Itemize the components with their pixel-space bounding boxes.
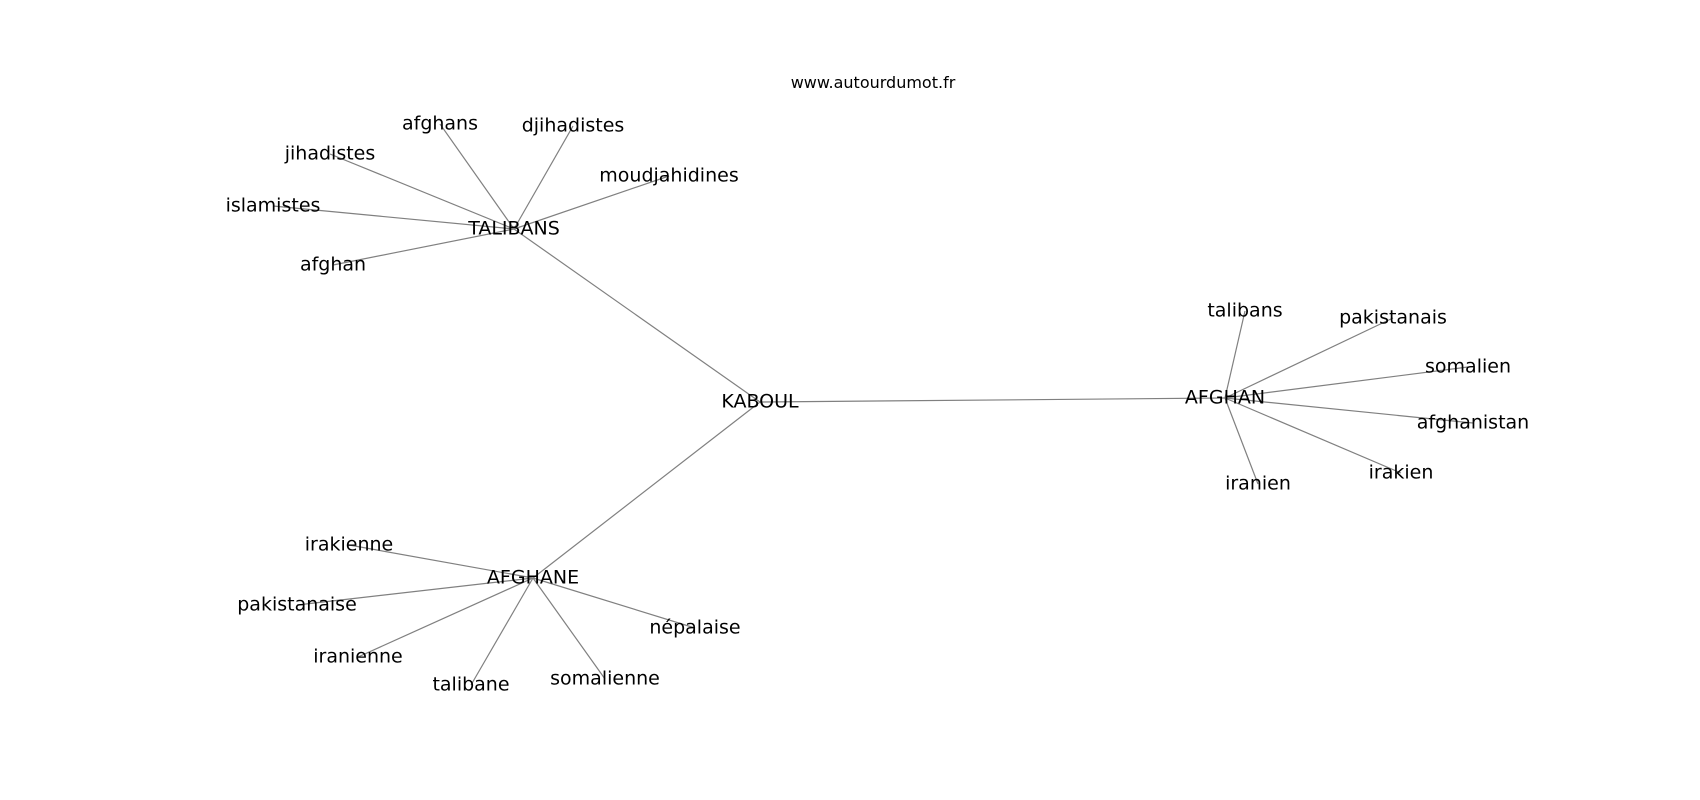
edge-afghane_hub-irakienne bbox=[348, 544, 534, 579]
hub-node-afghan_hub: AFGHAN bbox=[1185, 387, 1265, 409]
edge-afghan_hub-somalien bbox=[1224, 366, 1469, 399]
node-jihadistes: jihadistes bbox=[284, 143, 376, 165]
node-talibane: talibane bbox=[432, 674, 509, 696]
hub-node-afghane_hub: AFGHANE bbox=[487, 567, 579, 589]
hub-node-talibans_hub: TALIBANS bbox=[467, 218, 560, 240]
edge-talibans_hub-djihadistes bbox=[513, 125, 574, 230]
edge-afghane_hub-nepalaise bbox=[532, 577, 696, 629]
edge-afghane_hub-talibane bbox=[470, 577, 534, 686]
edge-kaboul-talibans_hub bbox=[513, 228, 761, 403]
node-nepalaise: népalaise bbox=[649, 617, 740, 639]
edge-kaboul-afghan_hub bbox=[759, 397, 1226, 403]
edge-talibans_hub-afghan bbox=[332, 228, 515, 266]
edge-afghane_hub-iranienne bbox=[357, 577, 534, 658]
hub-node-kaboul: KABOUL bbox=[721, 391, 799, 413]
node-afghanistan: afghanistan bbox=[1417, 412, 1529, 434]
watermark-text: www.autourdumot.fr bbox=[791, 73, 956, 92]
edge-afghane_hub-pakistanaise bbox=[296, 577, 534, 606]
node-afghan: afghan bbox=[300, 254, 366, 276]
edge-afghan_hub-iranien bbox=[1224, 397, 1259, 485]
edge-afghan_hub-afghanistan bbox=[1224, 397, 1474, 424]
edge-talibans_hub-afghans bbox=[439, 123, 515, 230]
node-iranienne: iranienne bbox=[313, 646, 403, 668]
node-talibans: talibans bbox=[1207, 300, 1282, 322]
node-pakistanais: pakistanais bbox=[1339, 307, 1447, 329]
edge-talibans_hub-jihadistes bbox=[329, 153, 515, 230]
node-moudjahidines: moudjahidines bbox=[599, 165, 738, 187]
node-afghans: afghans bbox=[402, 113, 478, 135]
edge-afghan_hub-talibans bbox=[1224, 310, 1246, 399]
node-islamistes: islamistes bbox=[226, 195, 321, 217]
edge-afghane_hub-somalienne bbox=[532, 577, 606, 680]
node-irakien: irakien bbox=[1369, 462, 1434, 484]
node-pakistanaise: pakistanaise bbox=[237, 594, 357, 616]
edge-afghan_hub-irakien bbox=[1224, 397, 1402, 474]
node-irakienne: irakienne bbox=[305, 534, 393, 556]
nodes-layer: KABOUL TALIBANS AFGHAN AFGHANE afghans djihad… bbox=[226, 113, 1530, 696]
edge-kaboul-afghane_hub bbox=[532, 401, 761, 579]
node-iranien: iranien bbox=[1225, 473, 1291, 495]
node-djihadistes: djihadistes bbox=[522, 115, 625, 137]
node-somalienne: somalienne bbox=[550, 668, 660, 690]
node-somalien: somalien bbox=[1425, 356, 1511, 378]
edges-layer bbox=[272, 123, 1474, 686]
edge-talibans_hub-moudjahidines bbox=[513, 175, 670, 230]
edge-talibans_hub-islamistes bbox=[272, 205, 515, 230]
edge-afghan_hub-pakistanais bbox=[1224, 317, 1394, 399]
